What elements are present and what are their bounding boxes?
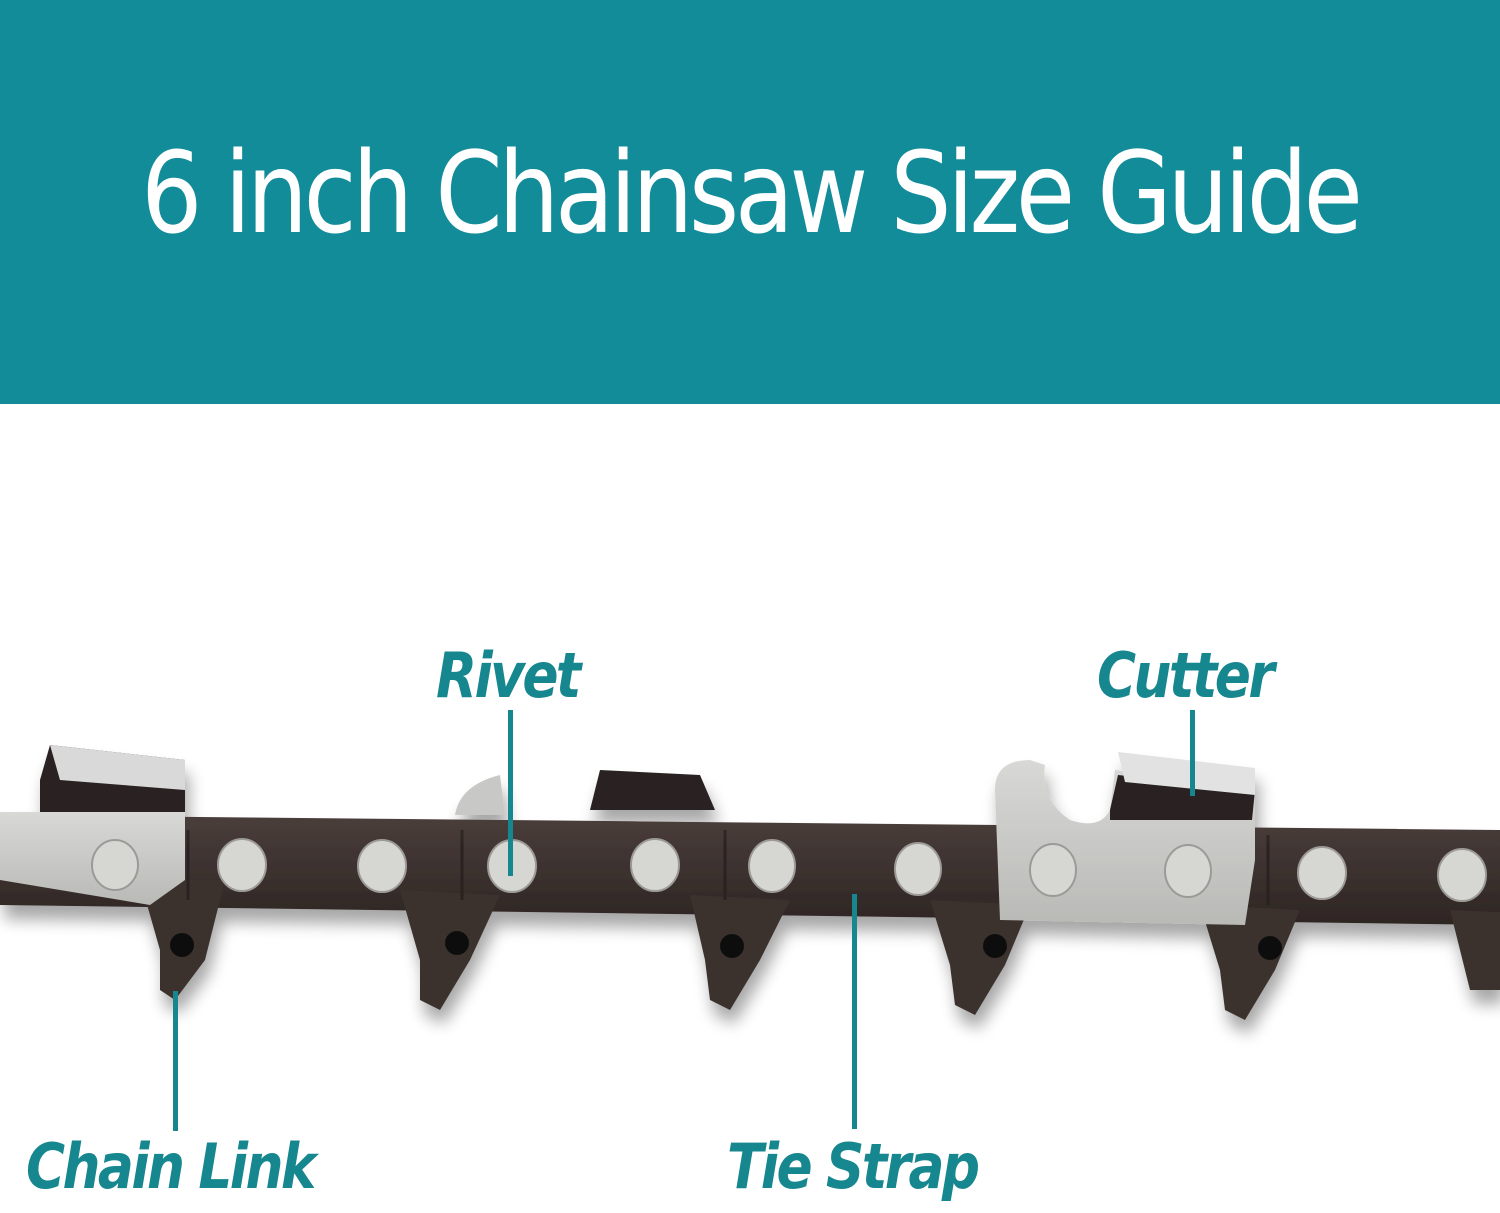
page-title: 6 inch Chainsaw Size Guide	[141, 129, 1363, 259]
chain-link-leader-line	[173, 991, 178, 1131]
saw-chain-illustration	[0, 745, 1500, 1020]
label-cutter: Cutter	[1097, 639, 1275, 712]
tie-strap-leader-line	[852, 894, 857, 1129]
rivet-leader-line	[508, 710, 513, 876]
chain-diagram: Rivet Cutter Chain Link Tie Strap	[0, 404, 1500, 1213]
title-banner: 6 inch Chainsaw Size Guide	[0, 0, 1500, 404]
label-rivet: Rivet	[436, 639, 581, 712]
cutter-leader-line	[1190, 710, 1195, 796]
label-tie-strap: Tie Strap	[727, 1130, 980, 1203]
label-chain-link: Chain Link	[26, 1130, 316, 1203]
